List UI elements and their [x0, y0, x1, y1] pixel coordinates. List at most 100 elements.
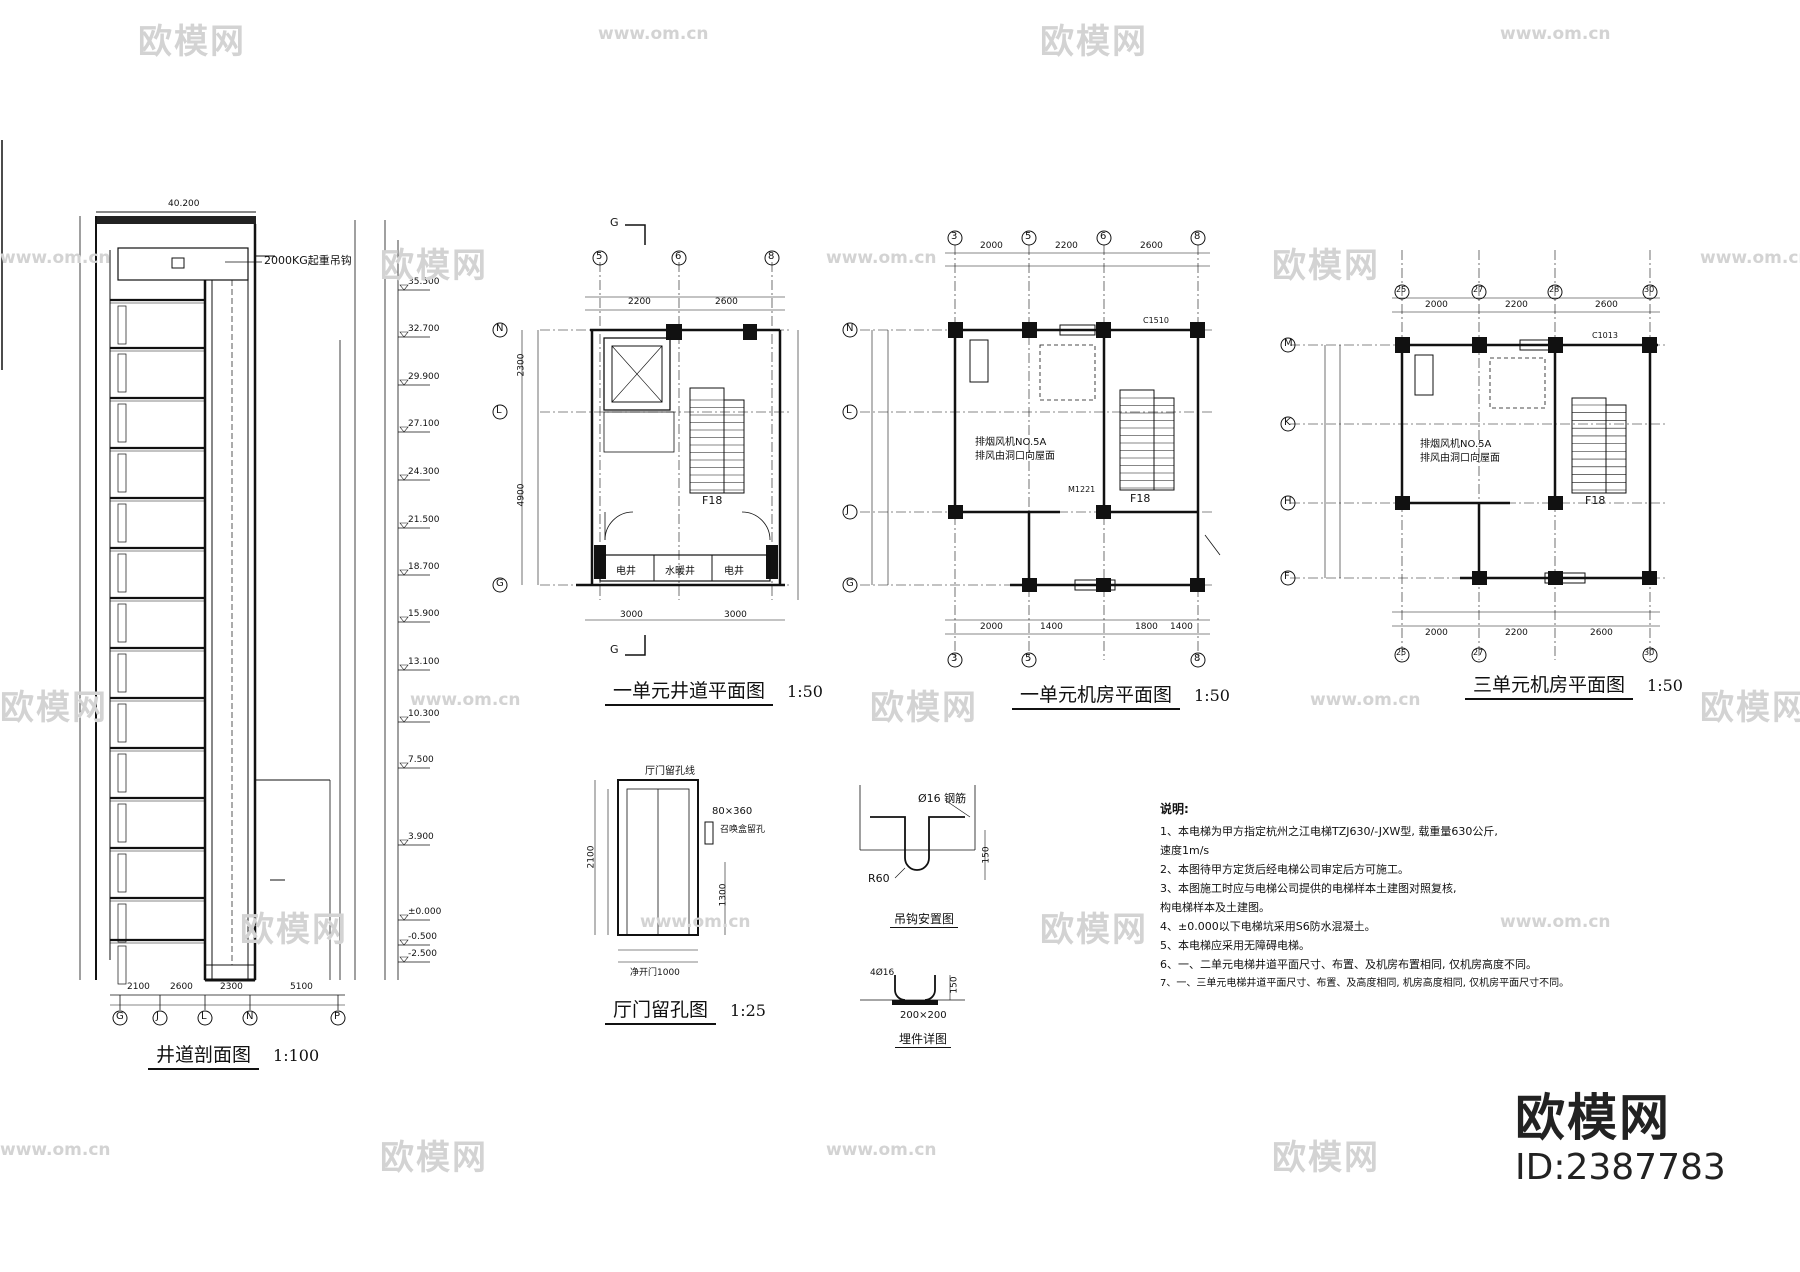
- u1s-top-dim-1: 2200: [628, 297, 651, 307]
- section-axis-label: L: [201, 1011, 207, 1022]
- u3m-bottom-dim: 2000: [1425, 628, 1448, 638]
- cut-mark-bottom: G: [610, 643, 619, 656]
- door-top-label: 厅门留孔线: [645, 766, 695, 777]
- u1m-fan-label-2: 排风由洞口向屋面: [975, 451, 1055, 462]
- door-dim-h: 2100: [586, 845, 597, 869]
- note-line: 5、本电梯应采用无障碍电梯。: [1160, 939, 1310, 952]
- title-embed-detail: 埋件详图: [895, 1030, 952, 1048]
- plan-axis-label: 5: [596, 251, 603, 262]
- plan-axis-label: 25: [1396, 285, 1407, 294]
- u3m-top-dim: 2600: [1595, 300, 1618, 310]
- title-unit3-machine-room-text: 三单元机房平面图: [1465, 670, 1634, 700]
- u1m-bottom-dim: 1800: [1135, 622, 1158, 632]
- plan-axis-label: N: [496, 323, 504, 334]
- unit3-machine-room-drawing: [1280, 250, 1665, 663]
- elevation-label: 24.300: [408, 467, 440, 477]
- plan-axis-label: 6: [675, 251, 682, 262]
- plan-axis-label: 30: [1644, 285, 1655, 294]
- cut-mark-top: G: [610, 216, 619, 229]
- plan-axis-label: 30: [1644, 648, 1655, 657]
- plan-axis-label: 27: [1473, 285, 1484, 294]
- hook-detail-drawing: [859, 785, 986, 880]
- u3m-top-dim: 2200: [1505, 300, 1528, 310]
- note-line: 构电梯样本及土建图。: [1160, 901, 1270, 914]
- u1s-room-2: 水暖井: [665, 566, 695, 577]
- section-bottom-dim: 5100: [290, 982, 313, 992]
- design-notes: 说明: 1、本电梯为甲方指定杭州之江电梯TZJ630/-JXW型, 载重量630…: [1160, 800, 1600, 993]
- note-line: 3、本图施工时应与电梯公司提供的电梯样本土建图对照复核,: [1160, 882, 1457, 895]
- elevation-label: 13.100: [408, 657, 440, 667]
- plan-axis-label: 6: [1100, 231, 1107, 242]
- u1m-door-label: M1221: [1068, 485, 1096, 494]
- plan-axis-label: 27: [1473, 648, 1484, 657]
- u1m-bottom-dim: 2000: [980, 622, 1003, 632]
- plan-axis-label: G: [846, 578, 854, 589]
- brand-id: ID:2387783: [1515, 1147, 1726, 1188]
- plan-axis-label: 5: [1025, 653, 1032, 664]
- u1s-side-dim-2: 4900: [516, 483, 527, 507]
- section-axis-label: P: [334, 1011, 341, 1022]
- u3m-window-label: C1013: [1592, 331, 1618, 340]
- section-bottom-dim: 2600: [170, 982, 193, 992]
- elevation-label: 32.700: [408, 324, 440, 334]
- plan-axis-label: 8: [1194, 653, 1201, 664]
- plan-axis-label: L: [846, 405, 852, 416]
- note-line: 4、±0.000以下电梯坑采用S6防水混凝土。: [1160, 920, 1376, 933]
- title-shaft-section-text: 井道剖面图: [148, 1040, 260, 1070]
- u1m-bottom-dim: 1400: [1170, 622, 1193, 632]
- plan-axis-label: 3: [951, 653, 958, 664]
- u1s-room-1: 电井: [616, 566, 636, 577]
- plan-axis-label: K: [1284, 417, 1291, 428]
- u1m-window-label: C1510: [1143, 316, 1169, 325]
- hook-rebar-label: Ø16 钢筋: [918, 792, 967, 805]
- hook-dim-label: 150: [981, 846, 992, 864]
- u3m-floor-label: F18: [1585, 494, 1606, 507]
- plan-axis-label: 8: [1194, 231, 1201, 242]
- title-unit1-machine-room-text: 一单元机房平面图: [1012, 680, 1181, 710]
- embed-bar-label: 4Ø16: [870, 968, 895, 978]
- brand-name: 欧模网: [1515, 1089, 1671, 1147]
- notes-lines: 1、本电梯为甲方指定杭州之江电梯TZJ630/-JXW型, 载重量630公斤, …: [1160, 822, 1600, 993]
- crane-label: 2000KG起重吊钩: [264, 254, 352, 267]
- elevation-label: -2.500: [408, 949, 438, 959]
- embed-detail-drawing: [860, 975, 965, 1005]
- plan-axis-label: G: [496, 578, 504, 589]
- u1s-side-dim-1: 2300: [516, 353, 527, 377]
- elevation-label: -0.500: [408, 932, 438, 942]
- title-unit1-shaft-plan-text: 一单元井道平面图: [605, 676, 774, 706]
- embed-plate-label: 200×200: [900, 1010, 947, 1021]
- u1m-top-dim: 2000: [980, 241, 1003, 251]
- shaft-section-drawing: [79, 211, 430, 1026]
- note-line: 7、一、三单元电梯井道平面尺寸、布置、及高度相同, 机房高度相同, 仅机房平面尺…: [1160, 978, 1570, 989]
- u1m-top-dim: 2600: [1140, 241, 1163, 251]
- door-dim-w: 1300: [718, 883, 729, 907]
- hook-radius-label: R60: [868, 872, 890, 885]
- u1m-top-dim: 2200: [1055, 241, 1078, 251]
- door-side-label: 80×360: [712, 806, 753, 817]
- title-unit1-shaft-plan-scale: 1:50: [787, 682, 823, 701]
- section-axis-label: N: [246, 1011, 254, 1022]
- title-shaft-section-scale: 1:100: [273, 1046, 320, 1065]
- section-axis-label: J: [156, 1011, 159, 1022]
- u1s-floor-label: F18: [702, 494, 723, 507]
- section-bottom-dim: 2100: [127, 982, 150, 992]
- elevation-label: 15.900: [408, 609, 440, 619]
- note-line: 2、本图待甲方定货后经电梯公司审定后方可施工。: [1160, 863, 1409, 876]
- plan-axis-label: 28: [1549, 285, 1560, 294]
- u1m-floor-label: F18: [1130, 492, 1151, 505]
- u1s-room-3: 电井: [724, 566, 744, 577]
- brand-block: 欧模网 ID:2387783: [1515, 1090, 1726, 1190]
- plan-axis-label: 3: [951, 231, 958, 242]
- elevation-label: 10.300: [408, 709, 440, 719]
- plan-axis-label: M: [1284, 338, 1293, 349]
- u1m-bottom-dim: 1400: [1040, 622, 1063, 632]
- plan-axis-label: 5: [1025, 231, 1032, 242]
- note-line: 6、一、二单元电梯井道平面尺寸、布置、及机房布置相同, 仅机房高度不同。: [1160, 958, 1537, 971]
- section-top-elevation: 40.200: [168, 199, 200, 209]
- u3m-bottom-dim: 2200: [1505, 628, 1528, 638]
- elevation-label: 3.900: [408, 832, 434, 842]
